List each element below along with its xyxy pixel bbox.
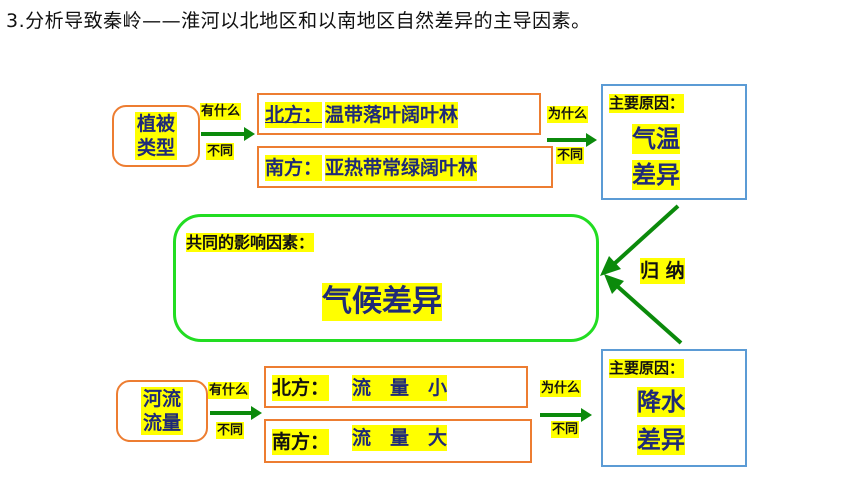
bottom-right-arrow-shaft <box>540 413 582 417</box>
bottom-left-arrow-head <box>251 406 262 420</box>
vegetation-south-label: 南方： <box>265 155 323 181</box>
bottom-why-lower: 不同 <box>551 421 580 438</box>
precipitation-reason-box: 主要原因： 降水 差异 <box>601 349 747 467</box>
vegetation-north-label: 北方： <box>265 102 323 128</box>
top-right-arrow-shaft <box>547 138 587 142</box>
river-south-value: 流 量 大 <box>352 425 448 451</box>
temperature-reason-head: 主要原因： <box>609 94 685 113</box>
river-north-label: 北方： <box>272 375 330 401</box>
river-category-box: 河流 流量 <box>116 380 208 442</box>
vegetation-south-box: 南方： 亚热带常绿阔叶林 <box>257 146 553 188</box>
bottom-question-lower: 不同 <box>216 422 245 439</box>
bottom-why-upper: 为什么 <box>540 380 582 397</box>
precipitation-reason-line2: 差异 <box>637 425 685 455</box>
vegetation-category-line1: 植被 <box>134 112 177 136</box>
precipitation-reason-line1: 降水 <box>637 387 685 417</box>
common-factor-main: 气候差异 <box>322 283 442 321</box>
river-north-box: 北方： 流 量 小 <box>264 366 528 408</box>
vegetation-category-box: 植被 类型 <box>112 105 200 167</box>
temperature-reason-box: 主要原因： 气温 差异 <box>601 84 747 200</box>
vegetation-category-line2: 类型 <box>134 136 177 160</box>
bottom-question-upper: 有什么 <box>208 382 250 399</box>
common-factor-box: 共同的影响因素： 气候差异 <box>173 214 599 342</box>
upper-summary-arrow-head <box>600 256 621 276</box>
lower-summary-arrow-head <box>604 274 624 294</box>
top-question-lower: 不同 <box>206 143 235 160</box>
vegetation-south-value: 亚热带常绿阔叶林 <box>325 155 478 181</box>
river-north-value: 流 量 小 <box>352 375 448 401</box>
bottom-left-arrow-shaft <box>210 411 252 415</box>
top-why-upper: 为什么 <box>547 106 589 123</box>
common-factor-head: 共同的影响因素： <box>186 233 315 252</box>
river-category-line2: 流量 <box>140 411 183 435</box>
river-south-label: 南方： <box>272 429 330 455</box>
top-left-arrow-head <box>244 127 255 141</box>
top-why-lower: 不同 <box>556 147 585 164</box>
vegetation-north-value: 温带落叶阔叶林 <box>325 102 459 128</box>
upper-summary-arrow-shaft <box>612 204 680 266</box>
bottom-right-arrow-head <box>581 408 592 422</box>
precipitation-reason-head: 主要原因： <box>609 359 685 378</box>
temperature-reason-line2: 差异 <box>632 160 680 190</box>
vegetation-north-box: 北方： 温带落叶阔叶林 <box>257 93 541 135</box>
temperature-reason-line1: 气温 <box>632 124 680 154</box>
top-left-arrow-shaft <box>201 132 245 136</box>
summary-label: 归 纳 <box>640 258 685 284</box>
river-category-line1: 河流 <box>140 387 183 411</box>
top-right-arrow-head <box>586 133 597 147</box>
page-title: 3.分析导致秦岭——淮河以北地区和以南地区自然差异的主导因素。 <box>6 10 591 32</box>
top-question-upper: 有什么 <box>200 103 242 120</box>
lower-summary-arrow-shaft <box>615 284 683 345</box>
river-south-box: 南方： 流 量 大 <box>264 419 532 463</box>
